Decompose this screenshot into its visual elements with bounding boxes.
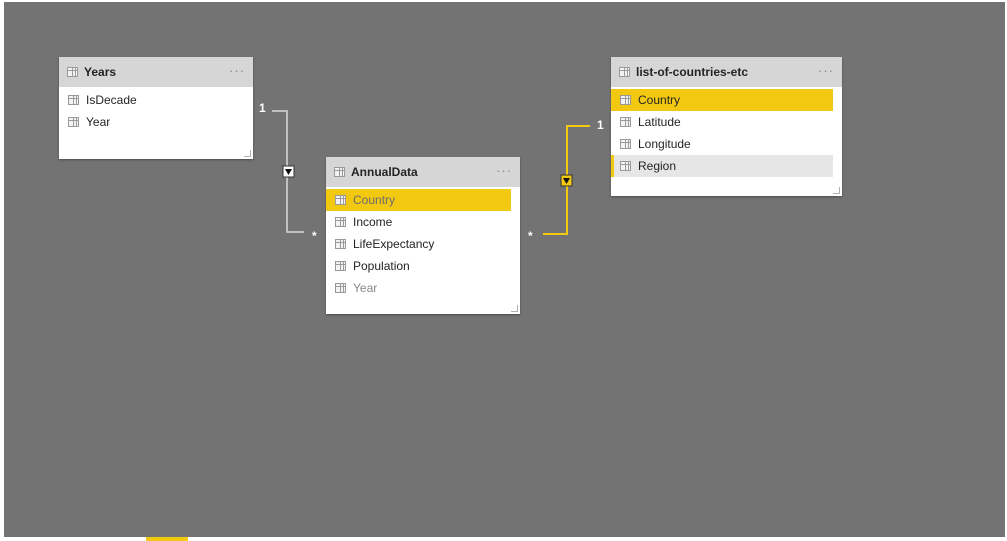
field-name: Population	[353, 259, 410, 273]
field-name: Income	[353, 215, 393, 229]
cardinality-one-label: 1	[259, 101, 266, 115]
field-row-isdecade[interactable]: IsDecade	[59, 89, 253, 111]
more-options-icon[interactable]: ···	[229, 63, 245, 78]
field-row-income[interactable]: Income	[326, 211, 520, 233]
table-icon	[619, 67, 630, 77]
field-row-region[interactable]: Region	[611, 155, 833, 177]
table-card-annualdata[interactable]: AnnualData ··· Country Income LifeExpect…	[326, 157, 520, 314]
table-title: list-of-countries-etc	[636, 65, 749, 79]
field-name: Year	[86, 115, 111, 129]
field-row-year[interactable]: Year	[59, 111, 253, 133]
more-options-icon[interactable]: ···	[818, 63, 834, 78]
field-name: Longitude	[638, 137, 691, 151]
page-tab-strip	[0, 537, 1007, 541]
field-name: Year	[353, 281, 378, 295]
column-icon	[620, 139, 631, 149]
field-name: Region	[638, 159, 677, 173]
column-icon	[335, 239, 346, 249]
field-row-longitude[interactable]: Longitude	[611, 133, 842, 155]
table-card-list-of-countries[interactable]: list-of-countries-etc ··· Country Latitu…	[611, 57, 842, 196]
field-row-country[interactable]: Country	[611, 89, 833, 111]
cardinality-one-label: 1	[597, 118, 604, 132]
cardinality-many-label: *	[312, 229, 317, 243]
column-icon	[335, 283, 346, 293]
table-header[interactable]: Years ···	[59, 57, 253, 87]
column-icon	[68, 117, 79, 127]
table-title: Years	[84, 65, 117, 79]
table-icon	[67, 67, 78, 77]
table-header[interactable]: list-of-countries-etc ···	[611, 57, 842, 87]
resize-handle[interactable]	[511, 305, 518, 312]
column-icon	[335, 261, 346, 271]
field-row-country[interactable]: Country	[326, 189, 511, 211]
column-icon	[335, 217, 346, 227]
field-row-latitude[interactable]: Latitude	[611, 111, 842, 133]
column-icon	[620, 95, 631, 105]
resize-handle[interactable]	[833, 187, 840, 194]
column-icon	[68, 95, 79, 105]
resize-handle[interactable]	[244, 150, 251, 157]
table-header[interactable]: AnnualData ···	[326, 157, 520, 187]
table-card-years[interactable]: Years ··· IsDecade Year	[59, 57, 253, 159]
field-name: Country	[353, 193, 396, 207]
active-page-tab[interactable]	[146, 537, 188, 541]
field-name: LifeExpectancy	[353, 237, 435, 251]
field-name: IsDecade	[86, 93, 137, 107]
column-icon	[335, 195, 346, 205]
field-row-lifeexpectancy[interactable]: LifeExpectancy	[326, 233, 520, 255]
column-icon	[620, 161, 631, 171]
table-title: AnnualData	[351, 165, 418, 179]
cardinality-many-label: *	[528, 229, 533, 243]
more-options-icon[interactable]: ···	[496, 163, 512, 178]
field-name: Latitude	[638, 115, 681, 129]
column-icon	[620, 117, 631, 127]
field-row-year[interactable]: Year	[326, 277, 520, 299]
table-icon	[334, 167, 345, 177]
field-row-population[interactable]: Population	[326, 255, 520, 277]
field-name: Country	[638, 93, 681, 107]
